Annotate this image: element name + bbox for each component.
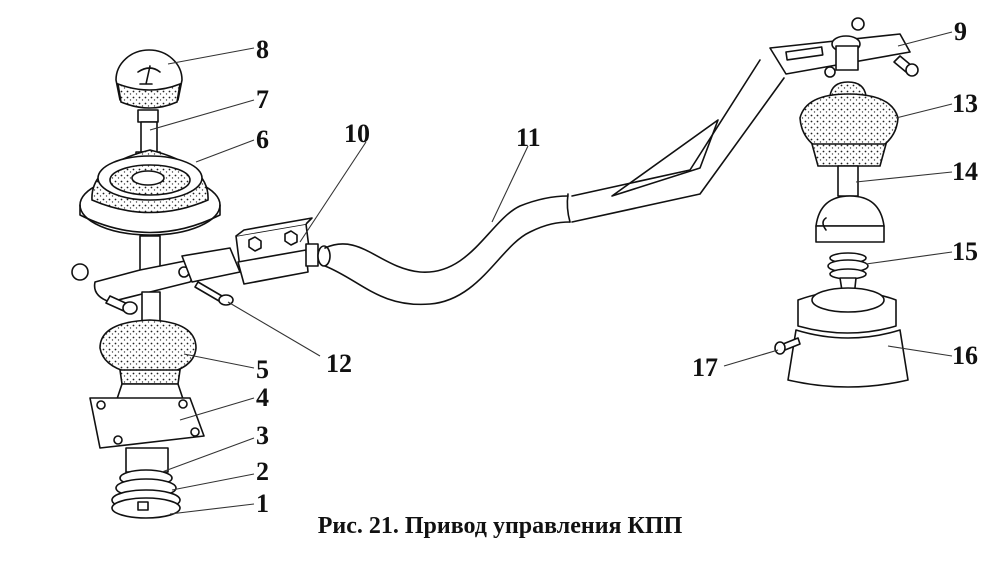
lever-boot xyxy=(79,149,221,236)
label-6: 6 xyxy=(256,125,269,154)
upper-selector-boot xyxy=(799,81,899,167)
label-12: 12 xyxy=(326,349,352,378)
label-13: 13 xyxy=(952,89,978,118)
lever-arm xyxy=(71,259,196,315)
figure-caption: Рис. 21. Привод управления КПП xyxy=(317,513,683,539)
gearbox-selector-assembly xyxy=(769,17,919,388)
housing-pin xyxy=(774,337,801,355)
label-17: 17 xyxy=(692,353,718,382)
label-16: 16 xyxy=(952,341,978,370)
housing-flange xyxy=(89,383,205,449)
lower-shaft-parts xyxy=(111,447,181,519)
gearbox-housing xyxy=(787,287,909,388)
label-15: 15 xyxy=(952,237,978,266)
label-8: 8 xyxy=(256,35,269,64)
gear-knob xyxy=(115,49,183,109)
shift-rod xyxy=(324,59,785,306)
label-1: 1 xyxy=(256,489,269,518)
label-9: 9 xyxy=(954,17,967,46)
gear-lever-assembly xyxy=(71,49,221,519)
label-3: 3 xyxy=(256,421,269,450)
label-11: 11 xyxy=(516,123,541,152)
label-2: 2 xyxy=(256,457,269,486)
label-5: 5 xyxy=(256,355,269,384)
label-10: 10 xyxy=(344,119,370,148)
lower-boot xyxy=(99,319,197,385)
selector-cap xyxy=(815,195,885,243)
rod-clamp xyxy=(769,17,919,78)
label-14: 14 xyxy=(952,157,978,186)
label-4: 4 xyxy=(256,383,269,412)
label-7: 7 xyxy=(256,85,269,114)
clamp-assembly xyxy=(181,217,331,306)
callout-labels: 8 7 6 10 11 12 5 4 3 2 1 9 13 14 15 16 1… xyxy=(149,17,978,518)
